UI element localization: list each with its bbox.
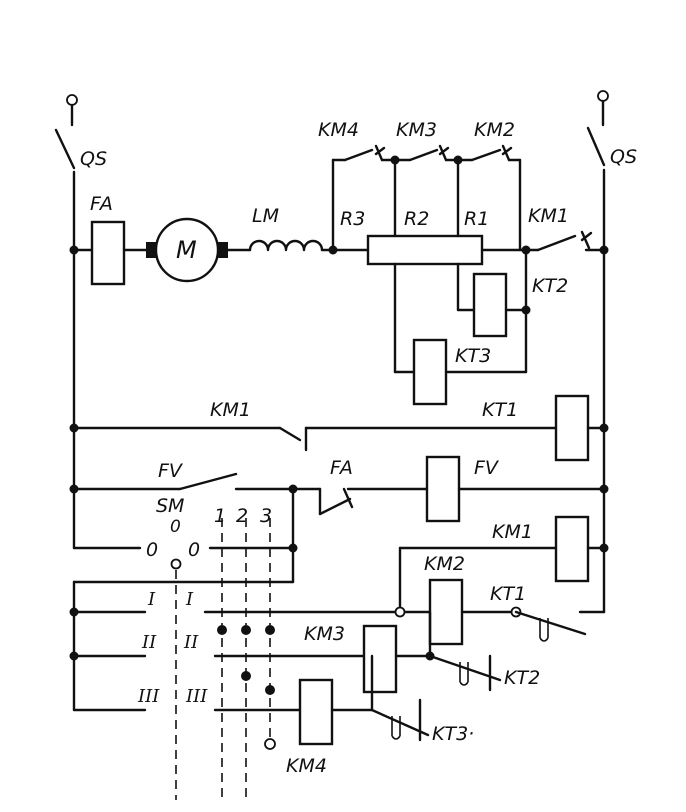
label-position-1-right: I <box>185 589 194 610</box>
label-km4-coil: KM4 <box>286 755 327 777</box>
label-column-1: 1 <box>214 505 226 527</box>
label-km1-coil: KM1 <box>492 521 533 543</box>
label-lm: LM <box>252 205 279 227</box>
fa-fuse <box>90 220 126 286</box>
label-kt3-relay: KT3 <box>455 345 491 367</box>
row-position-1 <box>69 578 606 646</box>
label-qs-right: QS <box>610 146 637 168</box>
km4-relay-coil <box>298 678 334 746</box>
km1-aux-contact <box>278 426 302 442</box>
label-kt1-contact: KT1 <box>490 583 526 605</box>
row-km1-coil <box>398 515 609 614</box>
km2-contact <box>470 148 502 162</box>
label-qs-left: QS <box>80 148 107 170</box>
label-km3-coil: KM3 <box>304 623 345 645</box>
label-fa-contact: FA <box>330 457 353 479</box>
fv-contact <box>178 472 238 491</box>
labels: QS QS FA M LM KM4 KM3 KM2 R3 R2 R1 KM1 K… <box>80 119 637 777</box>
label-km2-coil: KM2 <box>424 553 465 575</box>
label-position-2-left: II <box>141 632 157 653</box>
kt2-contact <box>428 654 502 682</box>
label-km1-top: KM1 <box>528 205 569 227</box>
label-position-2-right: II <box>183 632 199 653</box>
kt2-relay-coil <box>472 272 508 338</box>
label-motor: M <box>176 236 197 264</box>
label-fv-coil: FV <box>474 457 500 479</box>
label-position-1-left: I <box>147 589 156 610</box>
kt2-kt3-relays <box>393 248 531 406</box>
km3-relay-coil <box>362 624 398 694</box>
label-column-2: 2 <box>236 505 248 527</box>
km3-contact <box>408 148 439 162</box>
km2-relay-coil <box>428 578 464 646</box>
motor-brush-right <box>218 242 228 258</box>
sm-selector-dashes <box>175 518 271 800</box>
label-position-3-right: III <box>185 686 208 707</box>
label-km2-top: KM2 <box>474 119 515 141</box>
label-r2: R2 <box>404 208 429 230</box>
qs-switch-right <box>586 90 609 252</box>
row-fv-fa <box>69 455 609 523</box>
label-position-3-left: III <box>137 686 160 707</box>
label-column-3: 3 <box>260 505 272 527</box>
main-power-row <box>69 217 609 286</box>
km1-main-contact <box>536 234 577 252</box>
kt3-relay-coil <box>412 338 448 406</box>
label-fv-switch: FV <box>158 460 184 482</box>
fv-relay-coil <box>425 455 461 523</box>
row-sm-zero <box>72 487 298 712</box>
label-sm-pos-0-right: 0 <box>188 539 200 561</box>
km1-relay-coil <box>554 515 590 583</box>
label-r1: R1 <box>464 208 489 230</box>
label-km4-top: KM4 <box>318 119 359 141</box>
resistor-bypass-contacts <box>331 144 522 252</box>
label-kt2-contact: KT2 <box>504 667 540 689</box>
label-km3-top: KM3 <box>396 119 437 141</box>
resistor-r123 <box>366 234 484 266</box>
motor-brush-left <box>146 242 156 258</box>
label-km1-contact: KM1 <box>210 399 251 421</box>
kt1-relay-coil <box>554 394 590 462</box>
row-km1-kt1 <box>69 394 609 462</box>
lm-field-winding <box>248 239 324 252</box>
label-kt1-coil: KT1 <box>482 399 518 421</box>
label-fa-fuse: FA <box>90 193 113 215</box>
label-sm: SM <box>156 495 184 517</box>
label-r3: R3 <box>340 208 365 230</box>
label-kt2-relay: KT2 <box>532 275 568 297</box>
qs-switch-left <box>54 94 78 252</box>
kt1-contact <box>514 610 587 636</box>
label-sm-pos-0-top: 0 <box>170 517 181 537</box>
label-kt3-contact: KT3· <box>432 723 474 745</box>
km4-contact <box>343 148 374 162</box>
label-sm-pos-0-left: 0 <box>146 539 158 561</box>
